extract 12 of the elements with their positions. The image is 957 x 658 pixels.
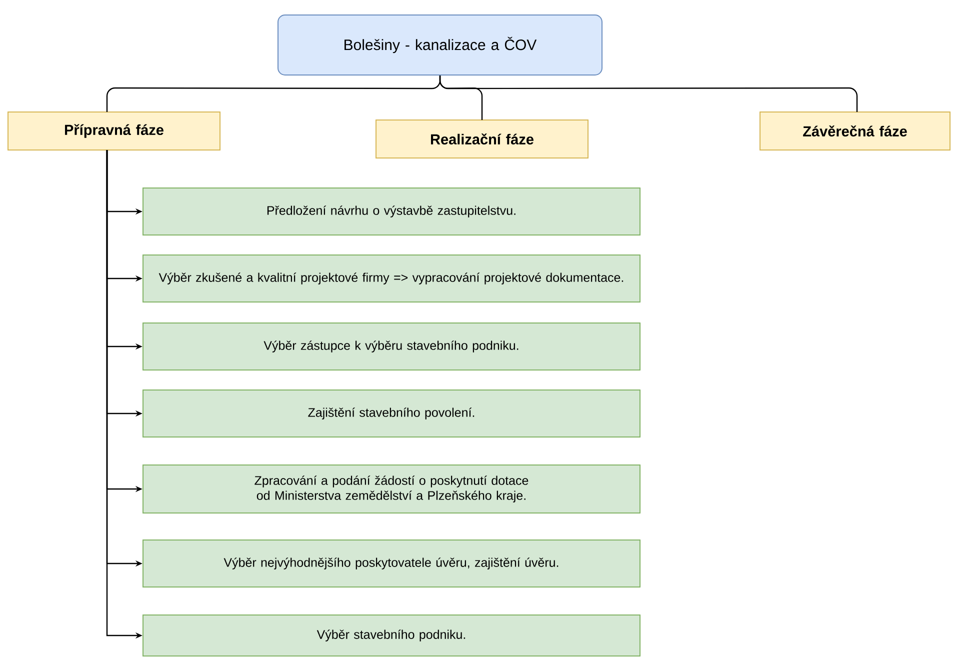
step-box: Zajištění stavebního povolení. [142, 390, 640, 438]
phase-box: Přípravná fáze [8, 112, 220, 150]
phase-box: Závěrečná fáze [760, 112, 951, 150]
step-box: Předložení návrhu o výstavbě zastupitelstvu. [142, 188, 640, 236]
step-box: Výběr zástupce k výběru stavebního podniku. [142, 322, 640, 370]
phase-box: Realizační fáze [376, 120, 588, 158]
step-box: Výběr nejvýhodnějšího poskytovatele úvěru, zajištění úvěru. [142, 540, 640, 588]
step-box: Výběr zkušené a kvalitní projektové firmy => vypracování projektové dokumentace. [142, 254, 640, 302]
step-box: Zpracování a podání žádostí o poskytnutí dotace od Ministerstva zemědělství a Plzeňského kraje. [142, 464, 640, 514]
step-box: Výběr stavebního podniku. [142, 614, 640, 656]
root-box: Bolešiny - kanalizace a ČOV [278, 14, 602, 76]
connector [439, 76, 858, 112]
